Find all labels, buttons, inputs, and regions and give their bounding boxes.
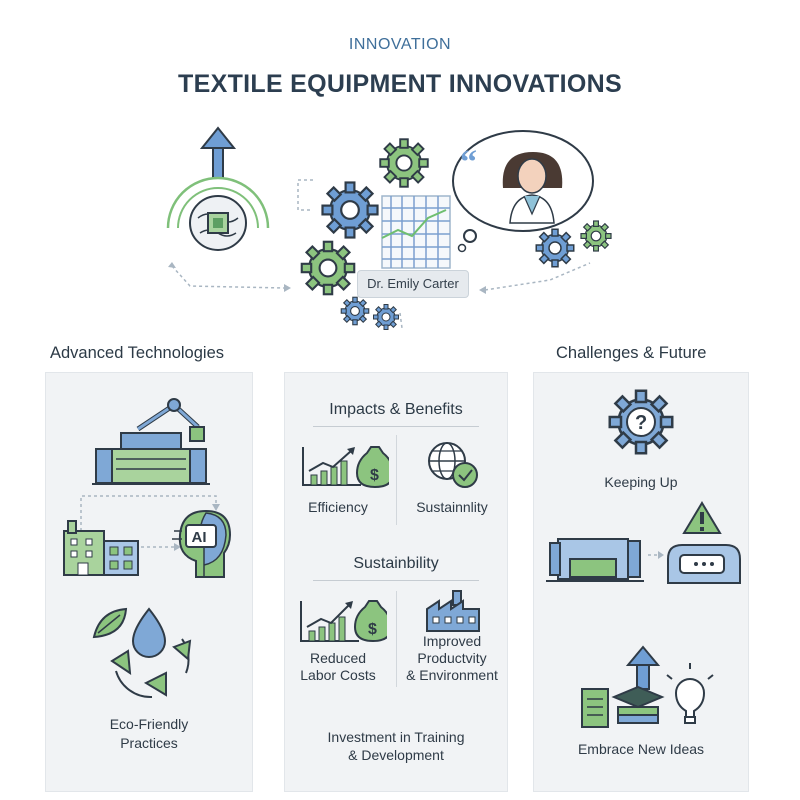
question-gear-icon: ? xyxy=(608,389,674,455)
advanced-technologies-heading: Advanced Technologies xyxy=(50,344,224,362)
page-title: TEXTILE EQUIPMENT INNOVATIONS xyxy=(178,70,622,98)
efficiency-label: Efficiency xyxy=(308,499,368,515)
divider xyxy=(396,591,397,687)
keeping-up-label: Keeping Up xyxy=(604,474,678,490)
gear-icon xyxy=(535,228,575,268)
speech-bubble: “ xyxy=(452,130,594,253)
reduced-label-line2: Labor Costs xyxy=(300,667,376,683)
advanced-technologies-panel: AI Eco-Friendly Practices xyxy=(45,372,253,792)
ai-label: AI xyxy=(191,529,207,546)
investment-label-line1: Investment in Training xyxy=(327,729,465,745)
gear-icon xyxy=(300,240,356,296)
challenges-future-heading: Challenges & Future xyxy=(556,344,707,362)
eco-friendly-label-line2: Practices xyxy=(120,735,178,751)
svg-text:$: $ xyxy=(368,621,377,638)
gear-icon xyxy=(373,304,399,330)
hero-illustration: “ xyxy=(166,126,612,330)
ai-brain-chip-icon xyxy=(166,176,270,251)
modern-machine-icon xyxy=(667,544,741,584)
divider xyxy=(313,580,479,581)
investment-label-line2: & Development xyxy=(348,747,444,763)
sustainability-label: Sustainnlity xyxy=(416,499,488,515)
page-kicker: INNOVATION xyxy=(348,36,452,53)
ai-head-icon xyxy=(172,509,232,578)
improved-label-line1: Improved xyxy=(422,633,482,649)
growth-chart-money-icon: $ xyxy=(302,446,389,489)
fabric-grid-icon xyxy=(381,195,451,269)
person-avatar xyxy=(502,152,563,224)
embrace-new-ideas-label: Embrace New Ideas xyxy=(577,741,705,757)
impacts-benefits-title: Impacts & Benefits xyxy=(329,401,463,418)
warning-icon xyxy=(682,501,722,534)
documents-icon xyxy=(581,688,609,728)
divider xyxy=(396,435,397,525)
svg-text:$: $ xyxy=(370,467,379,484)
impacts-benefits-panel: Impacts & Benefits $ Efficiency Sustainn… xyxy=(284,372,508,792)
lightbulb-icon xyxy=(666,663,714,724)
gear-icon xyxy=(580,220,612,252)
globe-check-icon xyxy=(428,442,478,488)
reduced-label-line1: Reduced xyxy=(309,650,367,666)
sustainability-title: Sustainbility xyxy=(353,555,439,572)
textile-machine-icon xyxy=(546,538,644,582)
factory-icon xyxy=(426,590,480,632)
quote-icon: “ xyxy=(460,144,477,181)
improved-label-line2: Productvity xyxy=(417,650,487,666)
factory-icon xyxy=(63,520,139,576)
challenges-future-panel: ? Keeping Up xyxy=(533,372,749,792)
gear-icon xyxy=(340,296,370,326)
eco-recycle-icon xyxy=(92,607,192,699)
improved-label-line3: & Environment xyxy=(406,667,498,683)
svg-text:?: ? xyxy=(635,412,647,434)
eco-friendly-label-line1: Eco-Friendly xyxy=(109,716,189,732)
up-arrow-icon xyxy=(625,645,661,690)
person-name-badge: Dr. Emily Carter xyxy=(357,270,469,298)
gear-icon xyxy=(321,181,379,239)
divider xyxy=(313,426,479,427)
up-arrow-icon xyxy=(199,126,237,179)
robotic-loom-icon xyxy=(92,398,210,485)
graduation-books-icon xyxy=(611,685,665,724)
gear-icon xyxy=(379,138,429,188)
growth-chart-money-icon: $ xyxy=(300,600,387,643)
